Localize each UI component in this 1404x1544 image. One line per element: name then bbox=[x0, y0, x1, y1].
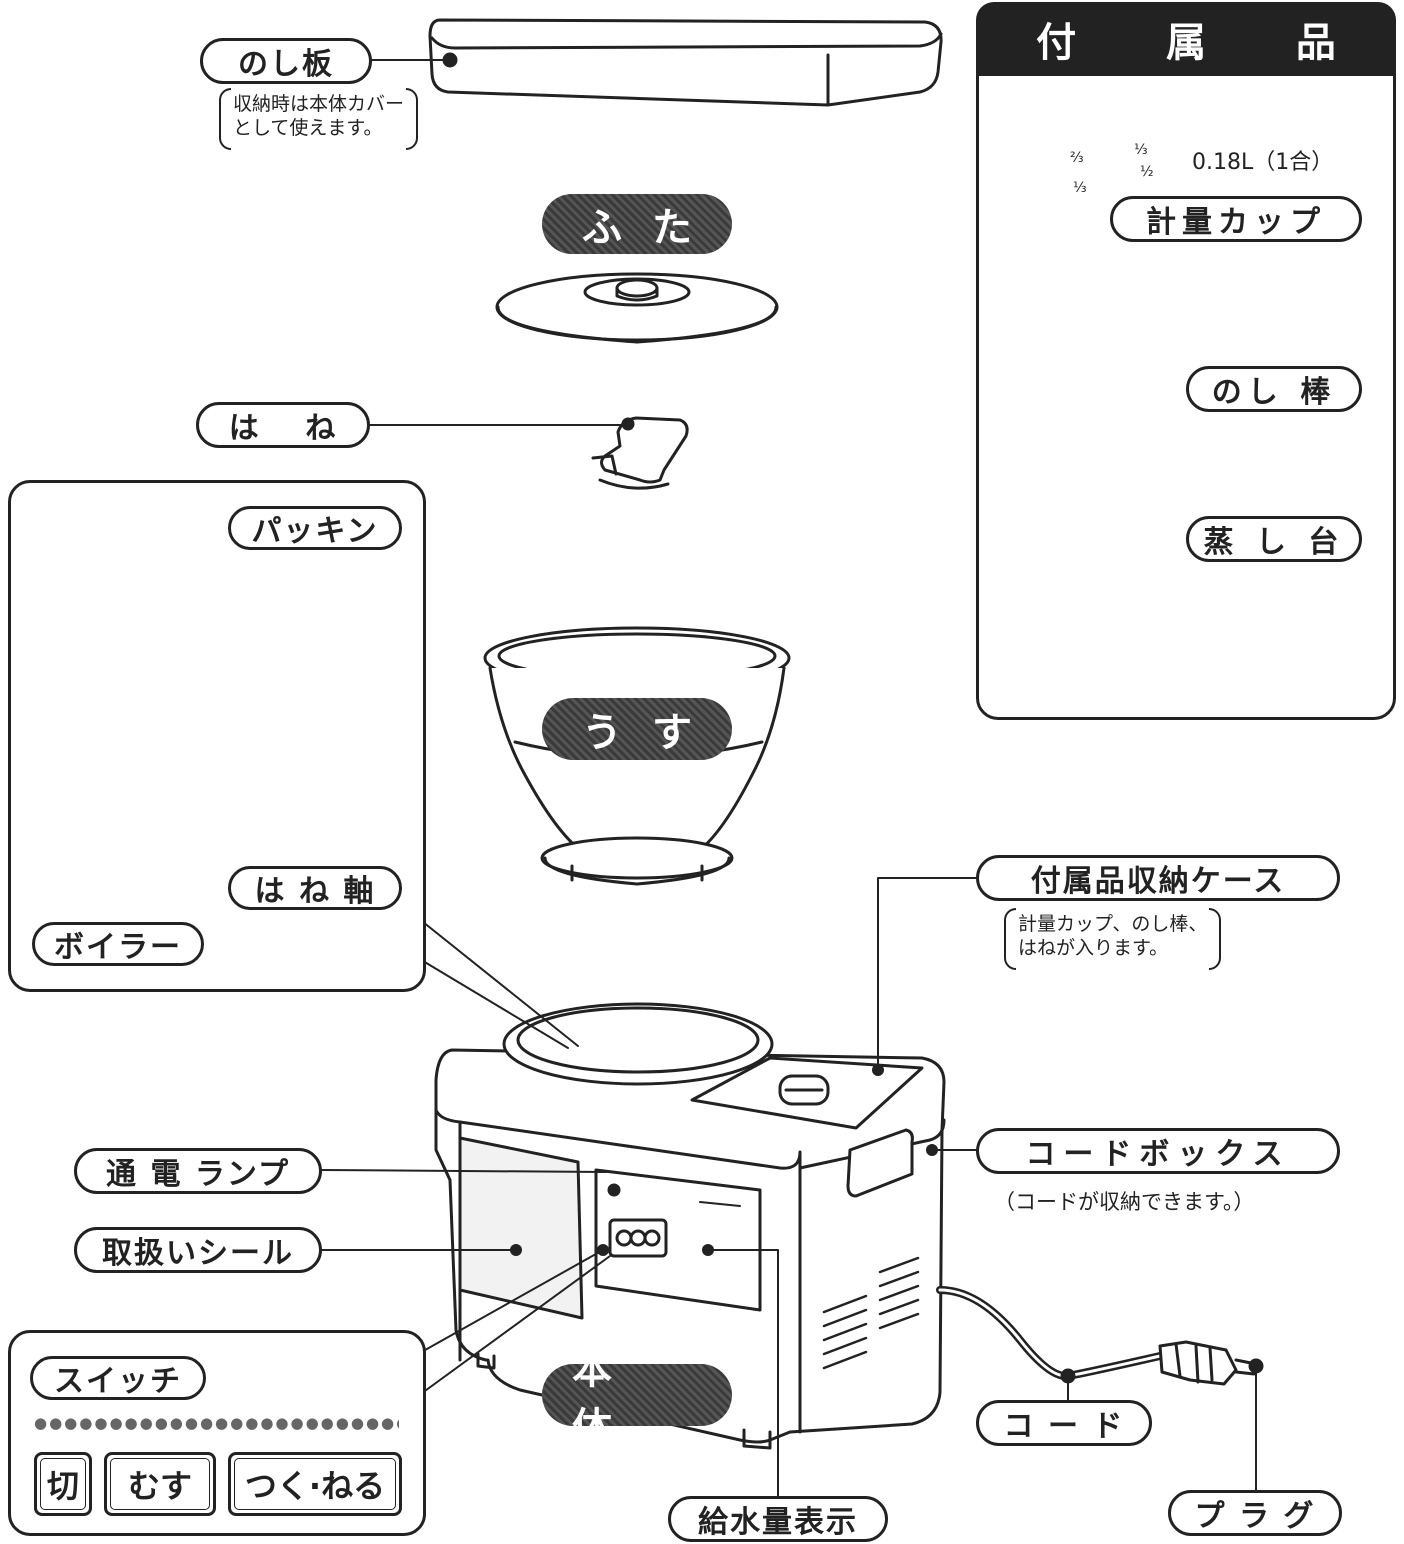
boiler-label: ボイラー bbox=[32, 922, 204, 966]
packing-label: パッキン bbox=[228, 506, 402, 550]
cord-box-note: （コードが収納できます。） bbox=[994, 1190, 1255, 1214]
accessories-title: 付 属 品 bbox=[976, 2, 1396, 76]
accessories-panel bbox=[976, 2, 1396, 720]
storage-case-note: 計量カップ、のし棒、 はねが入ります。 bbox=[1004, 908, 1222, 970]
bracket-right bbox=[406, 88, 419, 150]
plug-label: プ ラ グ bbox=[1168, 1490, 1342, 1536]
noshi-board-note: 収納時は本体カバー として使えます。 bbox=[219, 88, 419, 150]
water-indicator-label: 給水量表示 bbox=[668, 1496, 888, 1542]
power-lamp-label: 通 電 ランプ bbox=[74, 1148, 322, 1194]
bracket-right bbox=[1209, 908, 1222, 970]
cup-capacity: 0.18L（1合） bbox=[1192, 150, 1334, 175]
cup-mark-4: ½ bbox=[1140, 164, 1154, 180]
lid-label: ふた bbox=[542, 194, 732, 254]
cord-box-label: コードボックス bbox=[976, 1128, 1340, 1174]
switch-title: スイッチ bbox=[30, 1356, 206, 1400]
blade-shaft-label: は ね 軸 bbox=[228, 866, 402, 910]
cup-mark-2: ⅔ bbox=[1070, 150, 1084, 166]
noshi-board-label: のし板 bbox=[200, 38, 372, 84]
noshi-board-note-line2: として使えます。 bbox=[233, 117, 383, 139]
rolling-pin-label: のし 棒 bbox=[1186, 366, 1362, 412]
storage-case-note-line2: はねが入ります。 bbox=[1018, 937, 1169, 959]
switch-steam-button[interactable]: むす bbox=[104, 1452, 216, 1516]
cup-mark-3: ⅓ bbox=[1134, 142, 1148, 158]
storage-case-note-line1: 計量カップ、のし棒、 bbox=[1018, 913, 1208, 935]
cup-mark-1: ⅓ bbox=[1073, 180, 1087, 196]
measuring-cup-label: 計量カップ bbox=[1110, 196, 1362, 242]
storage-case-label: 付属品収納ケース bbox=[976, 855, 1340, 901]
bracket-left bbox=[1004, 908, 1016, 970]
cord-label: コ ー ド bbox=[976, 1400, 1152, 1446]
dot-divider: ●●●●●●●●●●●●●●●●●●●●●●●●●●●●●● bbox=[34, 1414, 399, 1432]
noshi-board-note-line1: 収納時は本体カバー bbox=[233, 93, 405, 115]
mortar-label: うす bbox=[542, 698, 732, 760]
lid-drawing bbox=[495, 272, 779, 344]
noshi-board-drawing bbox=[369, 18, 943, 107]
switch-pound-knead-button[interactable]: つく·ねる bbox=[228, 1452, 402, 1516]
blade-drawing bbox=[369, 416, 689, 490]
main-body-label: 本 体 bbox=[542, 1347, 732, 1451]
steam-stand-label: 蒸 し 台 bbox=[1186, 516, 1362, 562]
inset-panel bbox=[8, 480, 426, 992]
main-body-drawing bbox=[434, 1002, 946, 1450]
blade-label: は ね bbox=[196, 402, 370, 448]
bracket-left bbox=[219, 88, 231, 150]
handling-seal-label: 取扱いシール bbox=[74, 1227, 322, 1273]
switch-off-button[interactable]: 切 bbox=[34, 1452, 92, 1516]
cord-drawing bbox=[936, 1286, 1264, 1491]
